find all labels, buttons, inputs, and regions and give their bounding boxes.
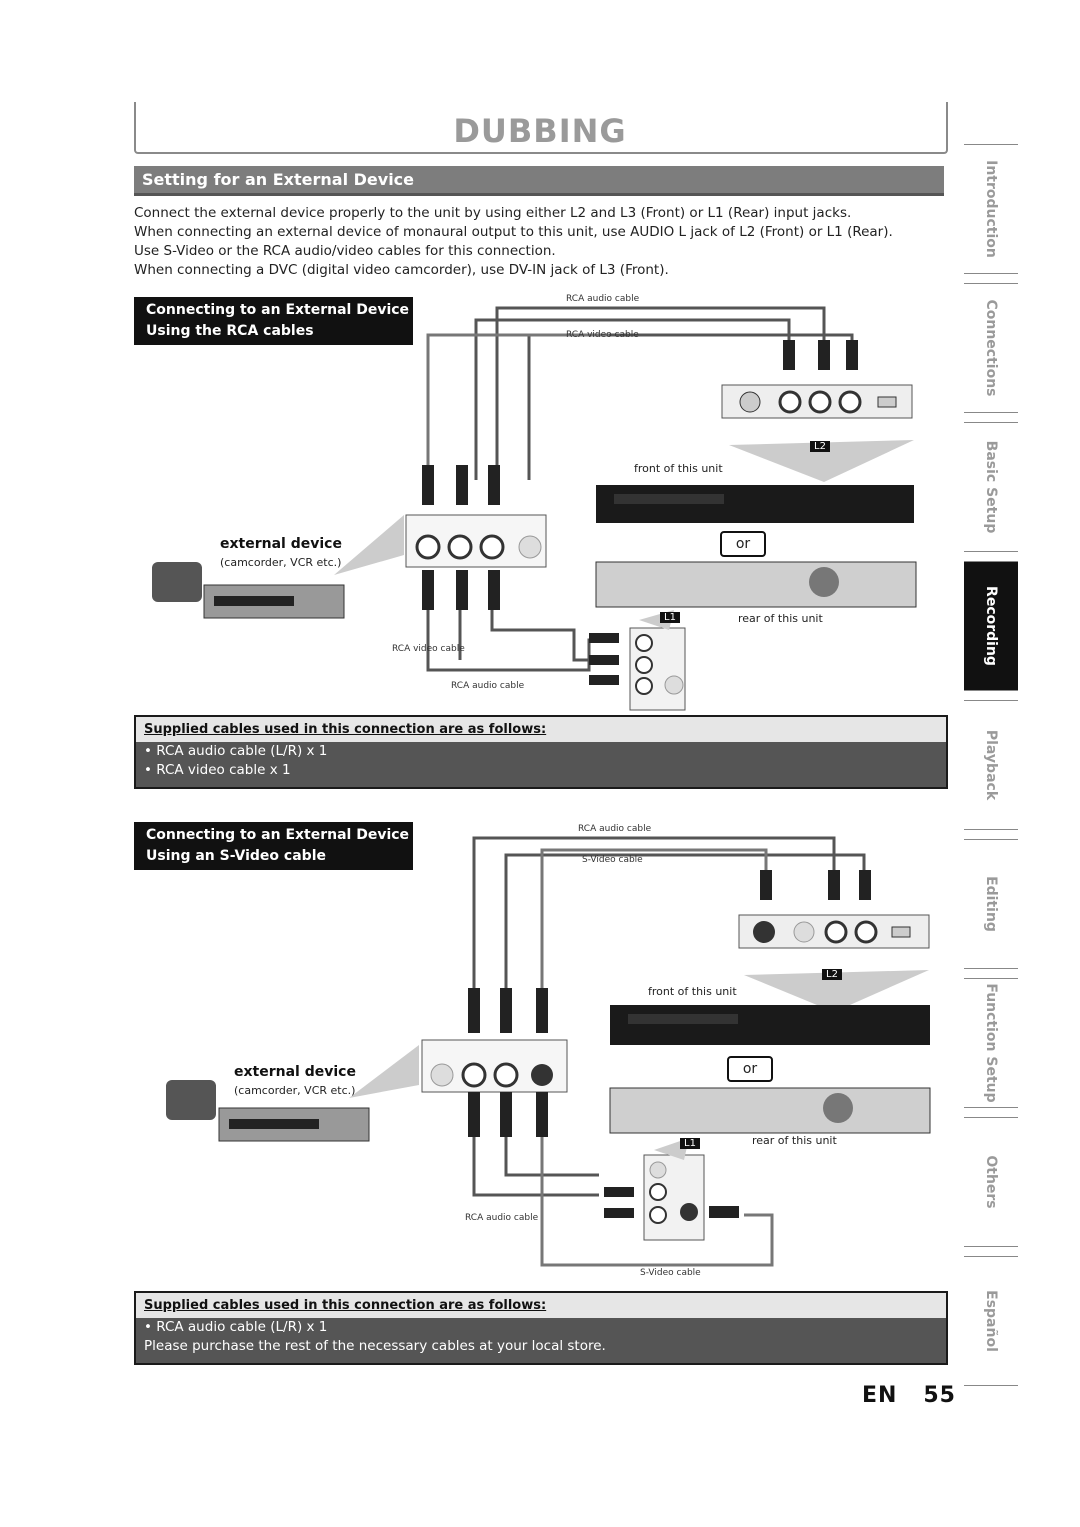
- page-number: 55: [923, 1383, 956, 1408]
- svideo-rear-unit-label: rear of this unit: [752, 1134, 837, 1147]
- intro-line: Connect the external device properly to …: [134, 205, 852, 221]
- section-title: Setting for an External Device: [142, 170, 415, 189]
- svideo-heading-line1: Connecting to an External Device: [146, 827, 410, 843]
- intro-line: Use S-Video or the RCA audio/video cable…: [134, 243, 556, 259]
- rca-heading-line2: Using the RCA cables: [146, 323, 314, 339]
- svideo-rca-audio-label-bottom: RCA audio cable: [465, 1213, 539, 1223]
- tab-espanol[interactable]: Español: [964, 1256, 1018, 1386]
- intro-text: Connect the external device properly to …: [134, 204, 934, 280]
- or-label: or: [720, 531, 766, 557]
- intro-line: When connecting a DVC (digital video cam…: [134, 262, 669, 278]
- svideo-supplied-box: Supplied cables used in this connection …: [134, 1291, 948, 1365]
- supplied-header: Supplied cables used in this connection …: [136, 717, 946, 742]
- page-footer: EN 55: [862, 1383, 956, 1408]
- svideo-cable-label: S-Video cable: [582, 855, 643, 865]
- rca-audio-cable-label: RCA audio cable: [566, 294, 640, 304]
- footer-lang: EN: [861, 1383, 898, 1408]
- supplied-item: • RCA audio cable (L/R) x 1: [144, 1319, 328, 1335]
- svideo-l1-tag: L1: [680, 1138, 700, 1149]
- page-title: DUBBING: [453, 112, 627, 150]
- supplied-item: Please purchase the rest of the necessar…: [144, 1338, 606, 1354]
- intro-line: When connecting an external device of mo…: [134, 224, 893, 240]
- tab-editing[interactable]: Editing: [964, 839, 1018, 969]
- tab-basic-setup[interactable]: Basic Setup: [964, 422, 1018, 552]
- title-frame: [134, 102, 948, 154]
- tab-playback[interactable]: Playback: [964, 700, 1018, 830]
- svideo-heading-line2: Using an S-Video cable: [146, 848, 326, 864]
- tab-recording[interactable]: Recording: [964, 561, 1018, 691]
- front-unit-label: front of this unit: [634, 462, 723, 475]
- rear-unit-label: rear of this unit: [738, 612, 823, 625]
- svideo-connection-diagram: [166, 836, 931, 1267]
- supplied-item: • RCA audio cable (L/R) x 1: [144, 743, 328, 759]
- supplied-item: • RCA video cable x 1: [144, 762, 291, 778]
- svideo-external-device-label: external device: [234, 1064, 356, 1080]
- rca-connection-diagram: [152, 306, 917, 711]
- l1-tag: L1: [660, 612, 680, 623]
- rca-audio-cable-label-bottom: RCA audio cable: [451, 681, 525, 691]
- svideo-heading: Connecting to an External Device Using a…: [134, 822, 413, 870]
- section-header: Setting for an External Device: [134, 166, 944, 196]
- svideo-front-unit-label: front of this unit: [648, 985, 737, 998]
- svideo-external-device-sub: (camcorder, VCR etc.): [234, 1084, 356, 1097]
- external-device-label: external device: [220, 536, 342, 552]
- external-device-sub: (camcorder, VCR etc.): [220, 556, 342, 569]
- l2-tag: L2: [810, 441, 830, 452]
- tab-function-setup[interactable]: Function Setup: [964, 978, 1018, 1108]
- supplied-header: Supplied cables used in this connection …: [136, 1293, 946, 1318]
- rca-supplied-box: Supplied cables used in this connection …: [134, 715, 948, 789]
- tab-connections[interactable]: Connections: [964, 283, 1018, 413]
- rca-video-cable-label-bottom: RCA video cable: [392, 644, 465, 654]
- tab-introduction[interactable]: Introduction: [964, 144, 1018, 274]
- svideo-or-label: or: [727, 1056, 773, 1082]
- tab-others[interactable]: Others: [964, 1117, 1018, 1247]
- rca-heading-line1: Connecting to an External Device: [146, 302, 410, 318]
- svideo-l2-tag: L2: [822, 969, 842, 980]
- rca-video-cable-label: RCA video cable: [566, 330, 639, 340]
- rear-of-unit-image: [595, 561, 917, 608]
- svideo-cable-label-bottom: S-Video cable: [640, 1268, 701, 1278]
- svideo-rca-audio-label: RCA audio cable: [578, 824, 652, 834]
- rca-heading: Connecting to an External Device Using t…: [134, 297, 413, 345]
- camcorder-image: [152, 562, 202, 602]
